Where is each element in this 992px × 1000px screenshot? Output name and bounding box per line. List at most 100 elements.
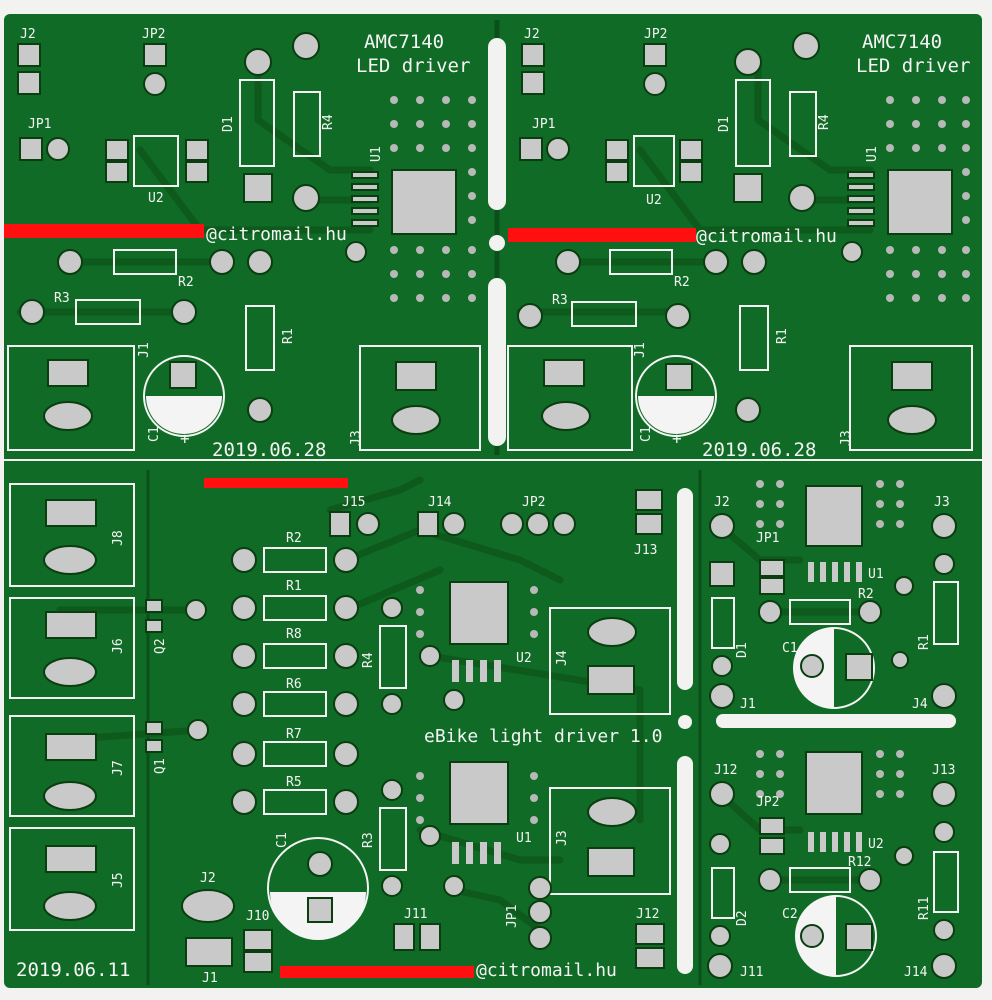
silk-board-title: eBike light driver 1.0 <box>424 726 662 747</box>
mounting-hole-bottom <box>678 715 692 729</box>
panel-bottom-connectors: J8 J6 J7 J5 Q2 Q1 2019.06.11 <box>9 483 209 981</box>
silk-ref-j1: J1 <box>633 342 648 358</box>
silk-ref-jp1: JP1 <box>28 117 51 132</box>
panel-bottom-main: J15 J14 JP2 J13 R2 R1 R8 R6 R7 R5 R4 R3 … <box>181 476 671 986</box>
silk-ref-r3: R3 <box>552 293 568 308</box>
silk-ref-r7: R7 <box>286 727 302 742</box>
silk-ref-j14: J14 <box>428 495 452 510</box>
silk-date: 2019.06.11 <box>16 959 130 981</box>
silk-ref-j3: J3 <box>934 495 950 510</box>
silk-ref-r5: R5 <box>286 775 302 790</box>
silk-ref-j4: J4 <box>555 650 570 666</box>
routing-slot-bottom <box>677 488 693 690</box>
routing-slot-top <box>488 38 506 210</box>
redaction-bar <box>4 224 204 238</box>
silk-ref-r3: R3 <box>361 832 376 848</box>
silk-title-line2: LED driver <box>356 55 470 77</box>
panel-top-left: AMC7140 LED driver J2 JP2 JP1 D1 R4 U1 U… <box>4 27 481 461</box>
silk-ref-j2: J2 <box>20 27 36 42</box>
silk-ref-c1: C1 <box>639 426 654 442</box>
silk-ref-j15: J15 <box>342 495 365 510</box>
silk-ref-jp1: JP1 <box>532 117 555 132</box>
silk-ref-r8: R8 <box>286 627 302 642</box>
silk-email-suffix: @citromail.hu <box>696 226 837 247</box>
silk-ref-c1: C1 <box>147 426 162 442</box>
silk-title-line2: LED driver <box>856 55 970 77</box>
silk-ref-r1: R1 <box>286 579 302 594</box>
routing-slot-horizontal <box>716 714 956 728</box>
silk-ref-j6: J6 <box>111 638 126 654</box>
silk-ref-u1: U1 <box>369 146 384 162</box>
panel-top-right: AMC7140 LED driver J2 JP2 JP1 D1 R4 U1 U… <box>507 27 973 461</box>
silk-ref-j2: J2 <box>524 27 540 42</box>
silk-ref-u2: U2 <box>516 651 532 666</box>
silk-ref-r1: R1 <box>775 328 790 344</box>
silk-ref-j3: J3 <box>349 430 364 446</box>
silk-ref-r6: R6 <box>286 677 302 692</box>
silk-ref-j12: J12 <box>714 763 737 778</box>
silk-ref-r2: R2 <box>178 275 194 290</box>
silk-ref-r12: R12 <box>848 855 871 870</box>
silk-ref-u1: U1 <box>868 567 884 582</box>
panel-bottom-right: J2 J3 JP1 U1 R2 D1 C1 R1 J1 J4 J12 J13 J… <box>707 480 959 980</box>
silk-ref-plus: + <box>180 429 190 448</box>
silk-ref-r1: R1 <box>281 328 296 344</box>
silk-date: 2019.06.28 <box>212 439 326 461</box>
silk-ref-j12: J12 <box>636 907 659 922</box>
silk-ref-r11: R11 <box>917 897 932 920</box>
silk-ref-j8: J8 <box>111 530 126 546</box>
silk-ref-u1: U1 <box>516 831 532 846</box>
silk-title-line1: AMC7140 <box>862 31 942 53</box>
silk-ref-c1: C1 <box>782 641 798 656</box>
silk-ref-jp2: JP2 <box>142 27 165 42</box>
silk-ref-j13: J13 <box>634 543 657 558</box>
silk-ref-j5: J5 <box>111 872 126 888</box>
silk-email-suffix: @citromail.hu <box>206 224 347 245</box>
silk-ref-j14: J14 <box>904 965 928 980</box>
routing-slot-bottom-2 <box>677 756 693 974</box>
redaction-bar <box>280 966 474 978</box>
redaction-bar <box>204 478 348 488</box>
silk-ref-r2: R2 <box>674 275 690 290</box>
silk-ref-c1: C1 <box>275 832 290 848</box>
silk-ref-jp2: JP2 <box>644 27 667 42</box>
silk-ref-r3: R3 <box>54 291 70 306</box>
silk-ref-u1: U1 <box>865 146 880 162</box>
silk-ref-d1: D1 <box>717 116 732 132</box>
routing-slot-top-2 <box>488 278 506 446</box>
silk-ref-jp2: JP2 <box>756 795 779 810</box>
silk-ref-r4: R4 <box>361 652 376 668</box>
silk-ref-q2: Q2 <box>153 638 168 654</box>
silk-ref-r2: R2 <box>286 531 302 546</box>
silk-ref-jp1: JP1 <box>756 531 779 546</box>
silk-ref-j3: J3 <box>839 430 854 446</box>
silk-ref-u2: U2 <box>868 837 884 852</box>
silk-ref-j11: J11 <box>404 907 427 922</box>
silk-ref-u2: U2 <box>646 193 662 208</box>
silk-ref-j1: J1 <box>202 971 218 986</box>
silk-ref-j1: J1 <box>137 342 152 358</box>
silk-ref-r1: R1 <box>917 634 932 650</box>
silk-date: 2019.06.28 <box>702 439 816 461</box>
silk-ref-d2: D2 <box>735 910 750 926</box>
silk-ref-j10: J10 <box>246 909 269 924</box>
silk-ref-jp1: JP1 <box>505 905 520 928</box>
silk-ref-jp2: JP2 <box>522 495 545 510</box>
mounting-hole-top <box>489 235 505 251</box>
silk-ref-j7: J7 <box>111 760 126 776</box>
silk-ref-j2: J2 <box>714 495 730 510</box>
silk-ref-d1: D1 <box>221 116 236 132</box>
silk-ref-q1: Q1 <box>153 758 168 774</box>
silk-ref-u2: U2 <box>148 191 164 206</box>
silk-ref-j2: J2 <box>200 871 216 886</box>
silk-ref-r4: R4 <box>321 114 336 130</box>
silk-ref-j1: J1 <box>740 697 756 712</box>
silk-ref-c2: C2 <box>782 907 798 922</box>
silk-ref-r2: R2 <box>858 587 874 602</box>
silk-ref-j4: J4 <box>912 697 928 712</box>
silk-ref-j3: J3 <box>555 830 570 846</box>
redaction-bar <box>508 228 696 242</box>
silk-email-suffix: @citromail.hu <box>476 960 617 981</box>
silk-ref-j13: J13 <box>932 763 955 778</box>
